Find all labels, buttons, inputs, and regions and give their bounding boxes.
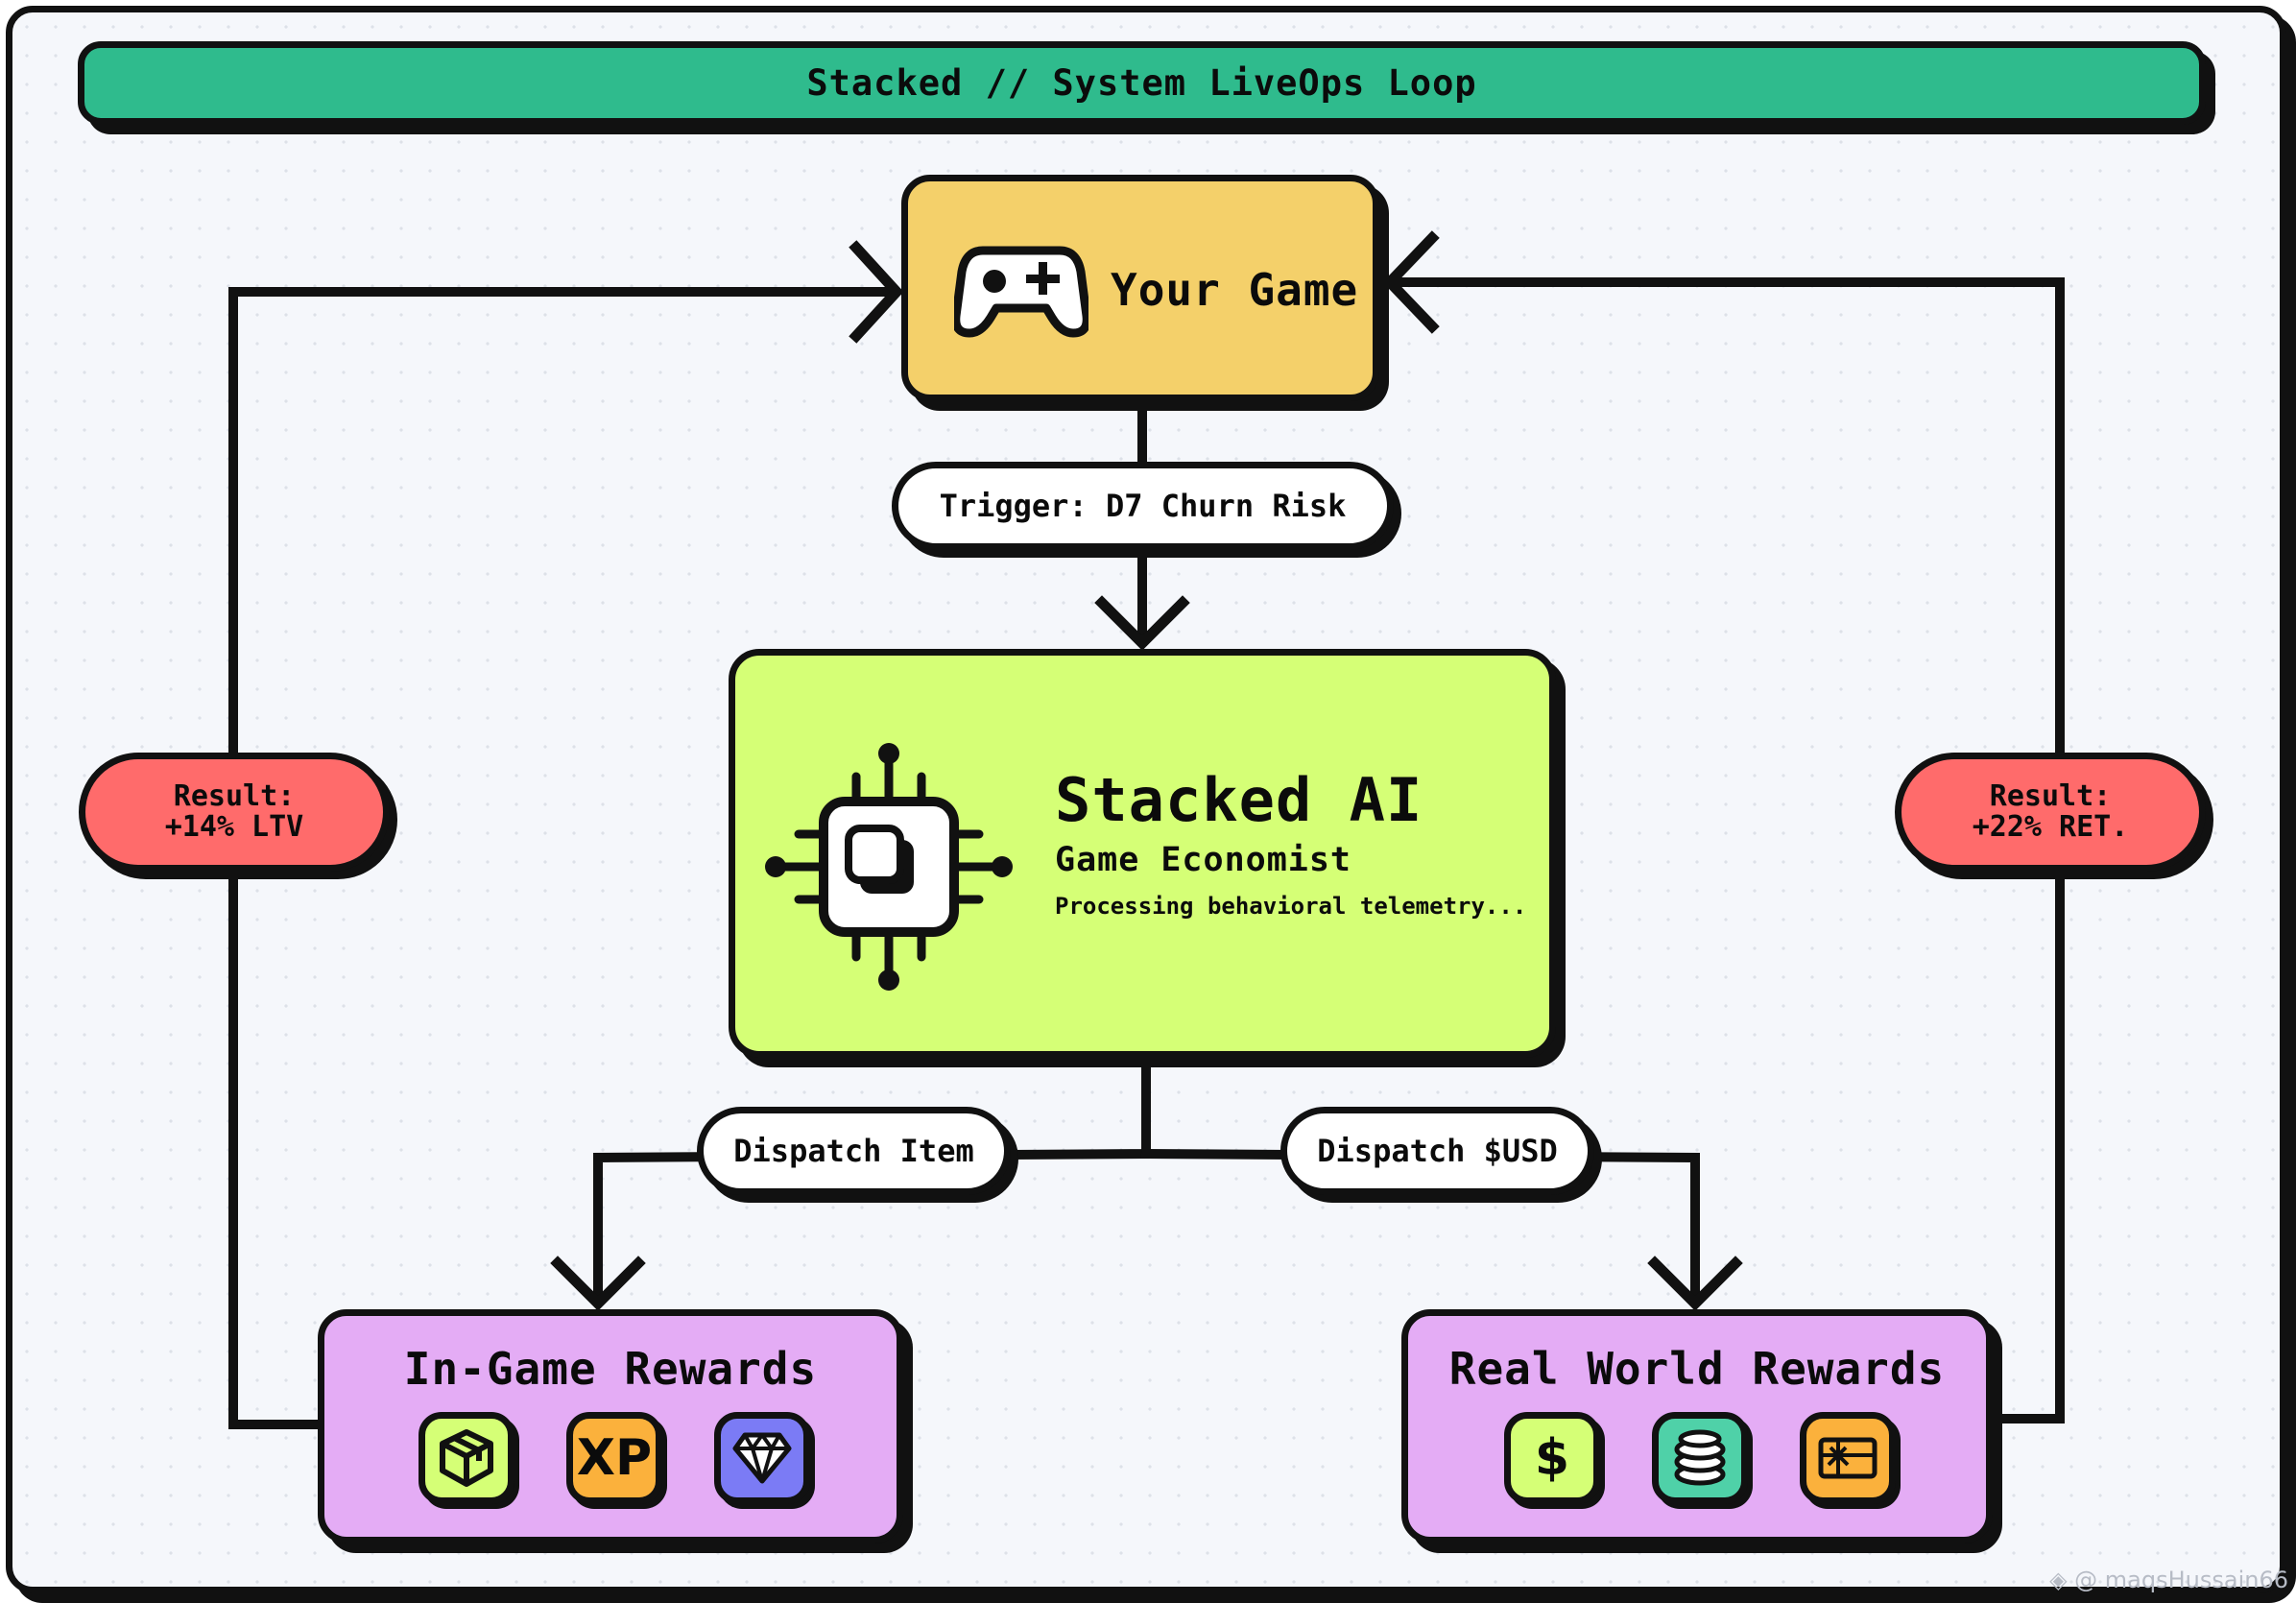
gift-card-icon	[1800, 1412, 1896, 1504]
in-game-rewards-title: In-Game Rewards	[403, 1343, 818, 1395]
dispatch-item-text: Dispatch Item	[733, 1133, 974, 1169]
real-world-arrowhead	[1647, 1256, 1743, 1311]
in-game-arrowhead	[550, 1256, 646, 1311]
left-loop-arrowhead	[849, 240, 904, 344]
your-game-node: Your Game	[901, 175, 1379, 401]
result-retention-badge: Result: +22% RET.	[1895, 753, 2206, 872]
result-ret-line1: Result:	[1989, 779, 2112, 813]
diagram-title: Stacked // System LiveOps Loop	[806, 62, 1477, 104]
dispatch-usd-text: Dispatch $USD	[1317, 1133, 1558, 1169]
trigger-text: Trigger: D7 Churn Risk	[939, 488, 1347, 524]
dollar-icon: $	[1504, 1412, 1600, 1504]
gamepad-icon	[954, 246, 1088, 338]
box-icon	[419, 1412, 514, 1504]
stacked-ai-title: Stacked AI	[1055, 765, 1423, 835]
dispatch-item-label: Dispatch Item	[697, 1107, 1011, 1195]
xp-icon: XP	[566, 1412, 662, 1504]
coins-icon	[1652, 1412, 1748, 1504]
chip-icon	[765, 743, 1013, 991]
result-ltv-badge: Result: +14% LTV	[79, 753, 390, 872]
result-ret-line2: +22% RET.	[1972, 810, 2129, 844]
real-world-rewards-node: Real World Rewards $	[1401, 1309, 1993, 1543]
result-ltv-line1: Result:	[173, 779, 296, 813]
stacked-ai-node: Stacked AI Game Economist Processing beh…	[729, 649, 1556, 1058]
stacked-ai-status: Processing behavioral telemetry...	[1055, 893, 1527, 920]
right-loop-arrowhead	[1382, 230, 1440, 334]
game-to-ai-arrowhead	[1094, 595, 1190, 651]
dollar-icon-label: $	[1534, 1429, 1570, 1487]
trigger-label: Trigger: D7 Churn Risk	[892, 462, 1394, 550]
xp-icon-label: XP	[576, 1429, 653, 1487]
stacked-ai-subtitle: Game Economist	[1055, 841, 1352, 879]
watermark: ◈ @ maqsHussain66	[2049, 1567, 2288, 1593]
in-game-rewards-node: In-Game Rewards XP	[318, 1309, 903, 1543]
dispatch-usd-label: Dispatch $USD	[1280, 1107, 1594, 1195]
header-banner: Stacked // System LiveOps Loop	[78, 41, 2206, 125]
real-world-rewards-title: Real World Rewards	[1448, 1343, 1946, 1395]
your-game-title: Your Game	[1111, 264, 1359, 316]
gem-icon	[714, 1412, 810, 1504]
result-ltv-line2: +14% LTV	[164, 810, 304, 844]
